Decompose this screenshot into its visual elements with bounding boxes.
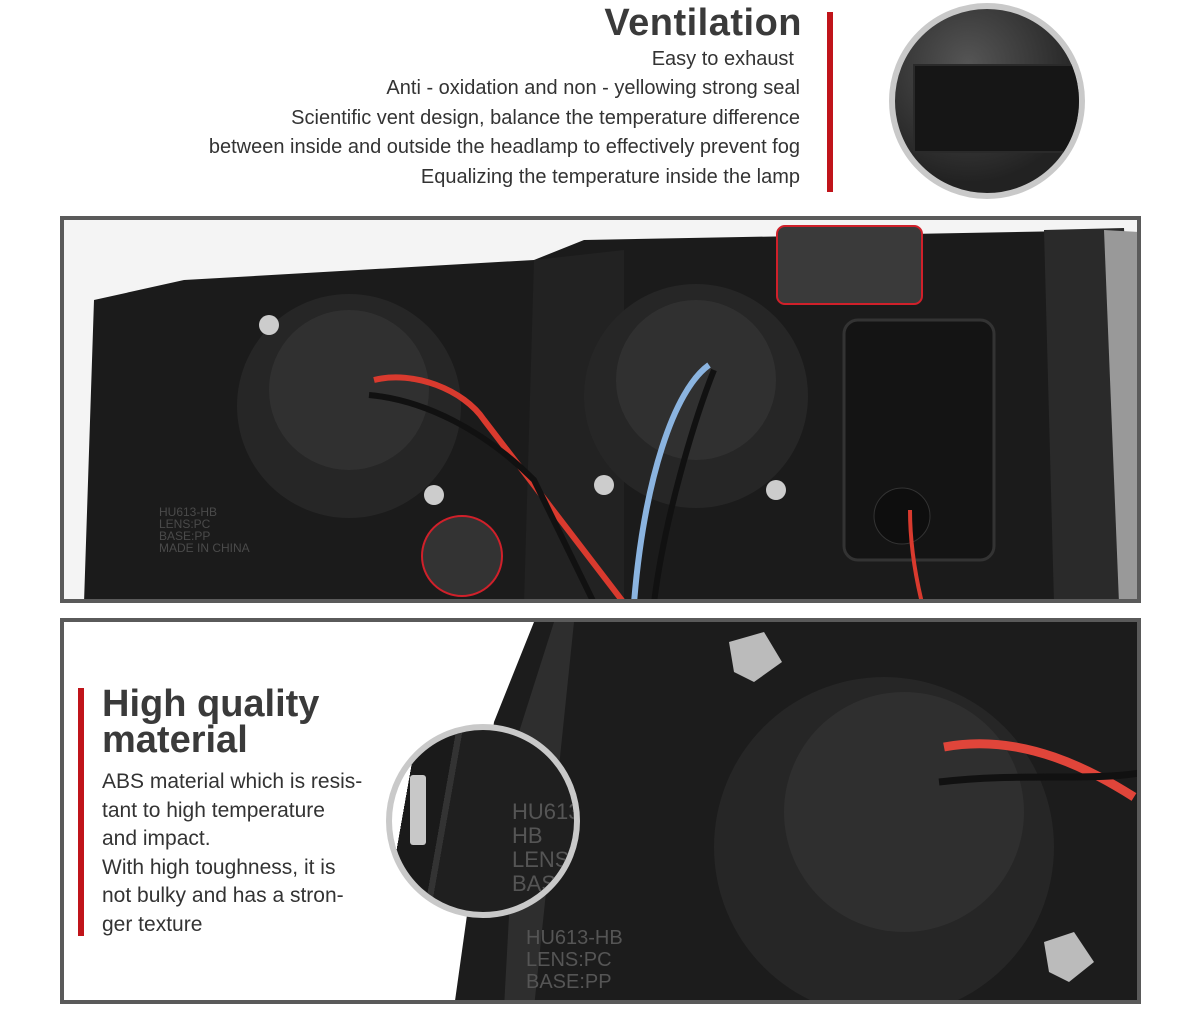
vent-patch	[913, 64, 1079, 153]
housing-markings: HU613-HB LENS:PC BASE:PP	[526, 927, 623, 993]
material-title-line: High quality	[102, 683, 320, 725]
screw	[594, 475, 614, 495]
material-title: High quality material	[102, 683, 320, 761]
marking: BASE:PP	[512, 871, 577, 896]
marking: MADE IN CHINA	[159, 541, 250, 555]
marking: BASE:PP	[159, 529, 211, 543]
marking: LENS:PC	[526, 949, 612, 971]
marking: HU613-HB	[526, 927, 623, 949]
ventilation-line: Scientific vent design, balance the temp…	[291, 107, 800, 129]
accent-bar	[78, 688, 84, 936]
vent-highlight-rect	[776, 225, 923, 305]
accent-bar	[827, 12, 833, 192]
marking: BASE:PP	[526, 971, 612, 993]
material-line: ger texture	[102, 913, 203, 936]
screw	[1044, 932, 1094, 982]
clip	[410, 775, 426, 845]
housing-markings: HU613-HB LENS:PC BASE:PP	[512, 799, 580, 896]
headlamp-illustration	[84, 225, 1137, 599]
ventilation-line: Anti - oxidation and non - yellowing str…	[386, 77, 800, 99]
marking: HU613-HB	[512, 799, 580, 848]
ventilation-line: Easy to exhaust	[651, 48, 794, 70]
material-title-line: material	[102, 719, 248, 761]
ventilation-line: Equalizing the temperature inside the la…	[420, 166, 800, 188]
material-zoom-circle: HU613-HB LENS:PC BASE:PP	[386, 724, 580, 918]
marking: LENS:PC	[512, 847, 576, 872]
screw	[259, 315, 279, 335]
material-panel: HU613-HB LENS:PC BASE:PP	[60, 618, 1141, 1004]
housing-markings: HU613-HB LENS:PC BASE:PP MADE IN CHINA	[159, 506, 250, 554]
material-illustration	[455, 622, 1137, 1000]
ventilation-line: between inside and outside the headlamp …	[208, 136, 800, 158]
vent-highlight-circle	[421, 515, 503, 597]
ventilation-title: Ventilation	[604, 2, 802, 44]
material-line: With high toughness, it is	[102, 856, 336, 879]
headlamp-rear-photo: HU613-HB LENS:PC BASE:PP MADE IN CHINA	[60, 216, 1141, 603]
screw	[729, 632, 782, 682]
material-line: not bulky and has a stron-	[102, 884, 344, 907]
material-line: ABS material which is resis-	[102, 770, 363, 793]
screw	[424, 485, 444, 505]
material-line: and impact.	[102, 827, 211, 850]
marking: HU613-HB	[159, 505, 218, 519]
vent-zoom-circle	[889, 3, 1085, 199]
material-line: tant to high temperature	[102, 799, 325, 822]
screw	[766, 480, 786, 500]
marking: LENS:PC	[159, 517, 211, 531]
